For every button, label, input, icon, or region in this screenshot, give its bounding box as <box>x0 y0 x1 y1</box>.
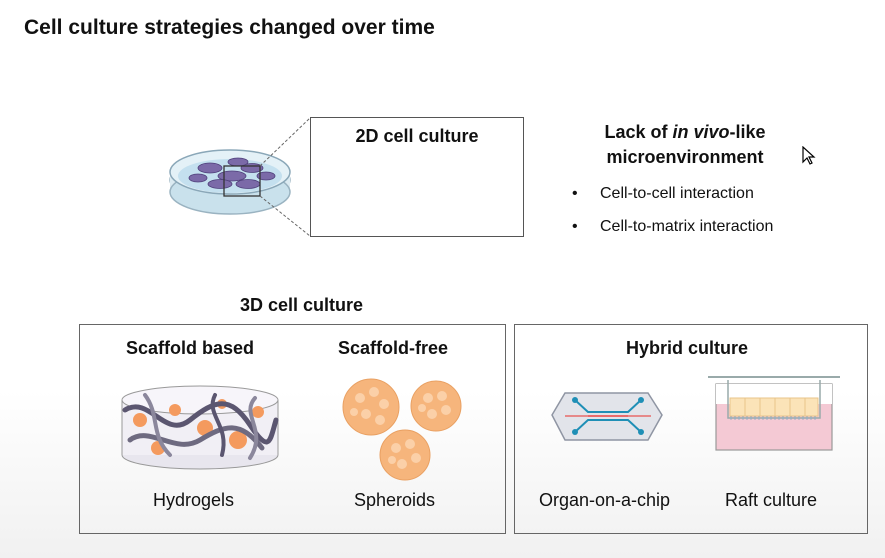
page-title: Cell culture strategies changed over tim… <box>24 16 435 39</box>
bullet-dot: • <box>572 218 578 235</box>
mouse-cursor-icon <box>802 146 816 165</box>
limitation-heading-line2: microenvironment <box>606 147 764 167</box>
raft-culture-label: Raft culture <box>725 490 818 510</box>
limitation-heading-post: -like <box>729 122 766 142</box>
hydrogel-scaffold-icon <box>121 385 279 470</box>
zoom-line-top <box>259 117 311 167</box>
hydrogels-label: Hydrogels <box>153 490 235 510</box>
2d-culture-title: 2D cell culture <box>355 126 479 146</box>
limitation-heading-italic: in vivo <box>672 122 730 142</box>
limitation-heading-pre: Lack of <box>604 122 673 142</box>
limitation-heading: Lack of in vivo-like microenvironment <box>560 120 810 170</box>
3d-culture-panel <box>79 324 506 534</box>
3d-culture-title: 3D cell culture <box>240 295 364 315</box>
scaffold-free-header: Scaffold-free <box>338 338 449 358</box>
hybrid-culture-panel <box>514 324 868 534</box>
zoom-line-bottom <box>259 195 311 237</box>
organ-on-a-chip-icon <box>551 392 663 441</box>
spheroids-icon <box>342 378 462 481</box>
raft-culture-icon <box>708 376 840 451</box>
organ-on-a-chip-label: Organ-on-a-chip <box>539 490 671 510</box>
hybrid-culture-header: Hybrid culture <box>626 338 749 358</box>
bullet-text: Cell-to-cell interaction <box>600 185 754 202</box>
bullet-dot: • <box>572 185 578 202</box>
scaffold-based-header: Scaffold based <box>126 338 255 358</box>
2d-culture-box <box>310 117 524 237</box>
bullet-text: Cell-to-matrix interaction <box>600 218 774 235</box>
petri-dish-icon <box>169 149 291 215</box>
spheroids-label: Spheroids <box>354 490 436 510</box>
